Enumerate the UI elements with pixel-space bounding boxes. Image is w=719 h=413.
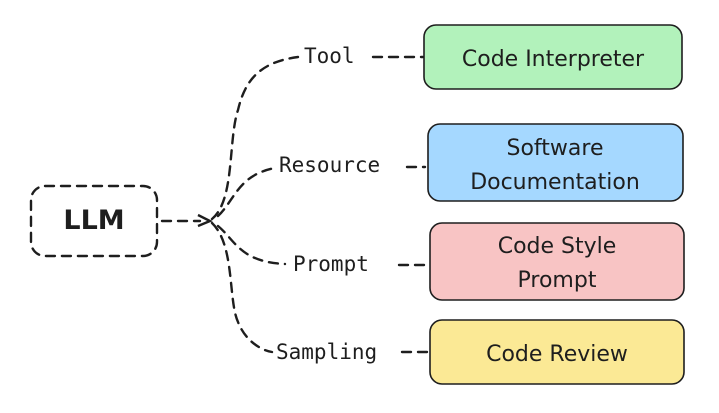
node-box bbox=[423, 24, 683, 90]
node-label: Code Interpreter bbox=[462, 47, 645, 72]
node-label-line-1: Software bbox=[507, 136, 604, 161]
edge-label-prompt: Prompt bbox=[293, 252, 369, 276]
llm-node-label: LLM bbox=[63, 205, 124, 236]
edge-tool bbox=[210, 55, 300, 221]
node-label-line-1: Code Style bbox=[498, 234, 617, 259]
node-code-review[interactable]: Code Review bbox=[429, 319, 685, 385]
llm-node-border bbox=[29, 184, 159, 258]
arrowhead-icon bbox=[197, 213, 213, 228]
node-code-interpreter[interactable]: Code Interpreter bbox=[423, 24, 683, 90]
edge-sampling bbox=[210, 221, 274, 354]
llm-node[interactable]: LLM bbox=[29, 184, 159, 258]
node-box bbox=[427, 123, 684, 202]
node-label: Code Review bbox=[486, 342, 628, 367]
edge-label-sampling: Sampling bbox=[276, 340, 377, 364]
edge-label-resource: Resource bbox=[279, 153, 380, 177]
node-label-line-2: Prompt bbox=[518, 268, 597, 293]
edge-resource bbox=[216, 166, 277, 218]
node-software-documentation[interactable]: Software Documentation bbox=[427, 123, 684, 202]
edge-label-tool: Tool bbox=[304, 44, 355, 68]
node-box bbox=[429, 222, 685, 301]
node-code-style-prompt[interactable]: Code Style Prompt bbox=[429, 222, 685, 301]
edge-prompt bbox=[216, 224, 287, 266]
node-box bbox=[429, 319, 685, 385]
node-label-line-2: Documentation bbox=[470, 170, 640, 195]
